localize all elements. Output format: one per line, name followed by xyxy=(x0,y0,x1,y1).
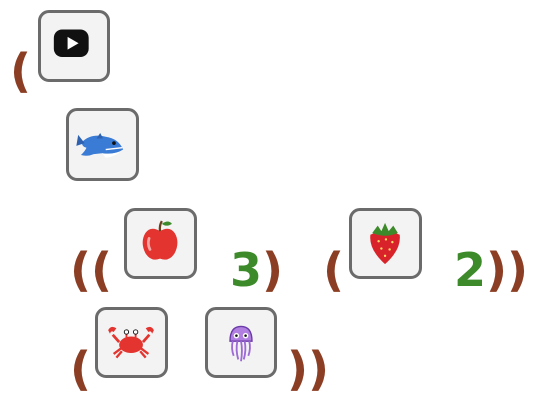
crab-icon xyxy=(108,326,154,359)
whale-icon xyxy=(76,133,124,158)
open-parens-row3: (( xyxy=(70,243,113,297)
apple-tile xyxy=(124,208,197,279)
open-paren-strawberry: ( xyxy=(323,243,345,297)
jellyfish-tile xyxy=(205,307,277,378)
strawberry-tile xyxy=(349,208,422,279)
close-parens-strawberry: )) xyxy=(486,243,529,297)
close-paren-apple: ) xyxy=(262,243,284,297)
youtube-play-icon xyxy=(53,29,89,57)
apple-icon xyxy=(142,220,178,260)
jellyfish-icon xyxy=(229,325,253,362)
whale-tile xyxy=(66,108,139,181)
open-paren-outer: ( xyxy=(10,44,32,98)
apple-count: 3 xyxy=(230,243,263,297)
close-parens-row4: )) xyxy=(287,342,330,396)
strawberry-count: 2 xyxy=(454,243,487,297)
open-paren-row4: ( xyxy=(70,342,92,396)
crab-tile xyxy=(95,307,168,378)
strawberry-icon xyxy=(370,222,400,265)
youtube-tile xyxy=(38,10,110,82)
